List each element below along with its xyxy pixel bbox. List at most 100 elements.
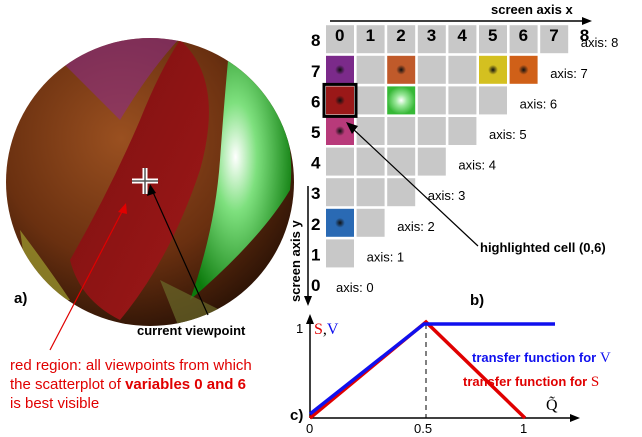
x-tick-label: 4 bbox=[457, 26, 467, 45]
matrix-cell bbox=[417, 117, 446, 145]
y-tick-label: 5 bbox=[311, 123, 320, 142]
red-region-arrow bbox=[49, 207, 125, 351]
tf-y-label: S,V bbox=[314, 321, 339, 338]
diagonal-axis-label: axis: 6 bbox=[520, 96, 558, 111]
matrix-cell-highlight-0-6 bbox=[326, 86, 354, 115]
viewpoint-arrow bbox=[151, 189, 209, 316]
caption-line-3: is best visible bbox=[10, 395, 99, 412]
current-viewpoint-label: current viewpoint bbox=[137, 323, 246, 338]
diagonal-axis-label: axis: 5 bbox=[489, 127, 527, 142]
matrix-cell bbox=[356, 55, 385, 84]
tf-x-tick-1: 1 bbox=[520, 421, 527, 436]
viewpoint-arrowhead bbox=[147, 184, 156, 196]
y-tick-label: 0 bbox=[311, 276, 320, 295]
matrix-cell bbox=[448, 55, 477, 84]
tf-x-tick-0: 0 bbox=[306, 421, 313, 436]
y-tick-label: 4 bbox=[311, 154, 321, 173]
diagonal-axis-label: axis: 1 bbox=[367, 249, 405, 264]
x-tick-label: 8 bbox=[580, 26, 589, 45]
matrix-cell bbox=[356, 178, 385, 207]
matrix-cell bbox=[448, 86, 477, 115]
diagonal-axis-label: axis: 8 bbox=[581, 35, 619, 50]
tf-v-curve bbox=[308, 322, 555, 416]
diagonal-axis-label: axis: 3 bbox=[428, 188, 466, 203]
matrix-cell-highlight-6-7 bbox=[509, 55, 538, 84]
red-region-caption: red region: all viewpoints from which th… bbox=[10, 357, 252, 412]
matrix-cell bbox=[448, 25, 477, 54]
matrix-cell bbox=[387, 147, 416, 176]
viewpoint-crosshair bbox=[132, 168, 158, 194]
panel-a-label: a) bbox=[14, 290, 27, 307]
matrix-cell bbox=[356, 117, 385, 145]
x-tick-label: 5 bbox=[488, 26, 497, 45]
diagonal-axis-label: axis: 0 bbox=[336, 280, 374, 295]
matrix-cell-highlight-2-7 bbox=[387, 55, 416, 84]
matrix-cell bbox=[417, 55, 446, 84]
tf-y-tick: 1 bbox=[296, 321, 303, 336]
matrix-cell bbox=[509, 25, 538, 54]
matrix-cell bbox=[356, 86, 385, 115]
matrix-cell bbox=[326, 147, 354, 176]
tf-v-label: transfer function for V bbox=[472, 350, 611, 366]
x-tick-label: 1 bbox=[366, 26, 375, 45]
highlight-arrow bbox=[351, 127, 479, 247]
y-tick-label: 3 bbox=[311, 184, 320, 203]
sphere-purple-patch bbox=[60, 38, 180, 120]
y-tick-label: 6 bbox=[311, 92, 320, 111]
panel-b-label: b) bbox=[470, 292, 484, 309]
caption-line-2: the scatterplot of variables 0 and 6 bbox=[10, 376, 246, 393]
tf-s-curve bbox=[308, 319, 527, 420]
caption-line-1: red region: all viewpoints from which bbox=[10, 357, 252, 374]
matrix-cell bbox=[387, 117, 416, 145]
diagonal-axis-label: axis: 2 bbox=[397, 219, 435, 234]
matrix-cell bbox=[417, 86, 446, 115]
sphere-visualization bbox=[6, 38, 294, 326]
matrix-cell-highlight-0-5 bbox=[326, 117, 354, 145]
diagonal-axis-label: axis: 4 bbox=[458, 158, 496, 173]
highlighted-cell-border bbox=[322, 82, 358, 118]
tf-x-tick-05: 0.5 bbox=[414, 421, 432, 436]
matrix-cell bbox=[326, 239, 354, 268]
highlight-arrowhead bbox=[346, 122, 358, 134]
matrix-cell bbox=[540, 25, 569, 54]
matrix-cell bbox=[387, 178, 416, 207]
x-axis-title: screen axis x bbox=[491, 2, 573, 17]
matrix-cell-highlight-0-2 bbox=[326, 208, 354, 237]
matrix-cell-highlight-2-6 bbox=[387, 86, 416, 115]
matrix-cell bbox=[326, 178, 354, 207]
matrix-cell bbox=[356, 208, 385, 237]
transfer-function-plot bbox=[306, 314, 580, 422]
sphere-green-band bbox=[190, 40, 292, 300]
matrix-cell bbox=[326, 25, 354, 54]
matrix-cell bbox=[387, 25, 416, 54]
y-tick-label: 2 bbox=[311, 215, 320, 234]
matrix-cell bbox=[356, 147, 385, 176]
tf-s-label: transfer function for S bbox=[463, 374, 599, 390]
matrix-cell bbox=[448, 117, 477, 145]
x-tick-label: 7 bbox=[549, 26, 558, 45]
highlight-label: highlighted cell (0,6) bbox=[480, 240, 606, 255]
x-tick-label: 6 bbox=[519, 26, 528, 45]
y-axis-title: screen axis y bbox=[288, 220, 303, 302]
x-tick-label: 0 bbox=[335, 26, 344, 45]
x-tick-label: 3 bbox=[427, 26, 436, 45]
panel-c-label: c) bbox=[290, 407, 303, 424]
matrix-cell-highlight-0-7 bbox=[326, 55, 354, 84]
scatterplot-matrix: 0 1 2 3 4 5 6 7 8 8 7 6 5 4 3 2 1 0 axis: 8 axis: 7 axis: 6 a… bbox=[311, 25, 618, 295]
matrix-cell bbox=[479, 86, 507, 115]
x-tick-label: 2 bbox=[396, 26, 405, 45]
matrix-cell bbox=[417, 25, 446, 54]
matrix-cell bbox=[356, 25, 385, 54]
y-tick-label: 1 bbox=[311, 245, 320, 264]
matrix-cell-highlight-5-7 bbox=[479, 55, 507, 84]
diagonal-axis-label: axis: 7 bbox=[550, 66, 588, 81]
matrix-cell bbox=[417, 147, 446, 176]
red-region-arrowhead bbox=[118, 203, 127, 214]
matrix-axes bbox=[304, 17, 592, 306]
tf-x-label: Q̃ bbox=[546, 396, 558, 414]
matrix-cell bbox=[479, 25, 507, 54]
y-tick-label: 7 bbox=[311, 62, 320, 81]
y-tick-label: 8 bbox=[311, 31, 320, 50]
